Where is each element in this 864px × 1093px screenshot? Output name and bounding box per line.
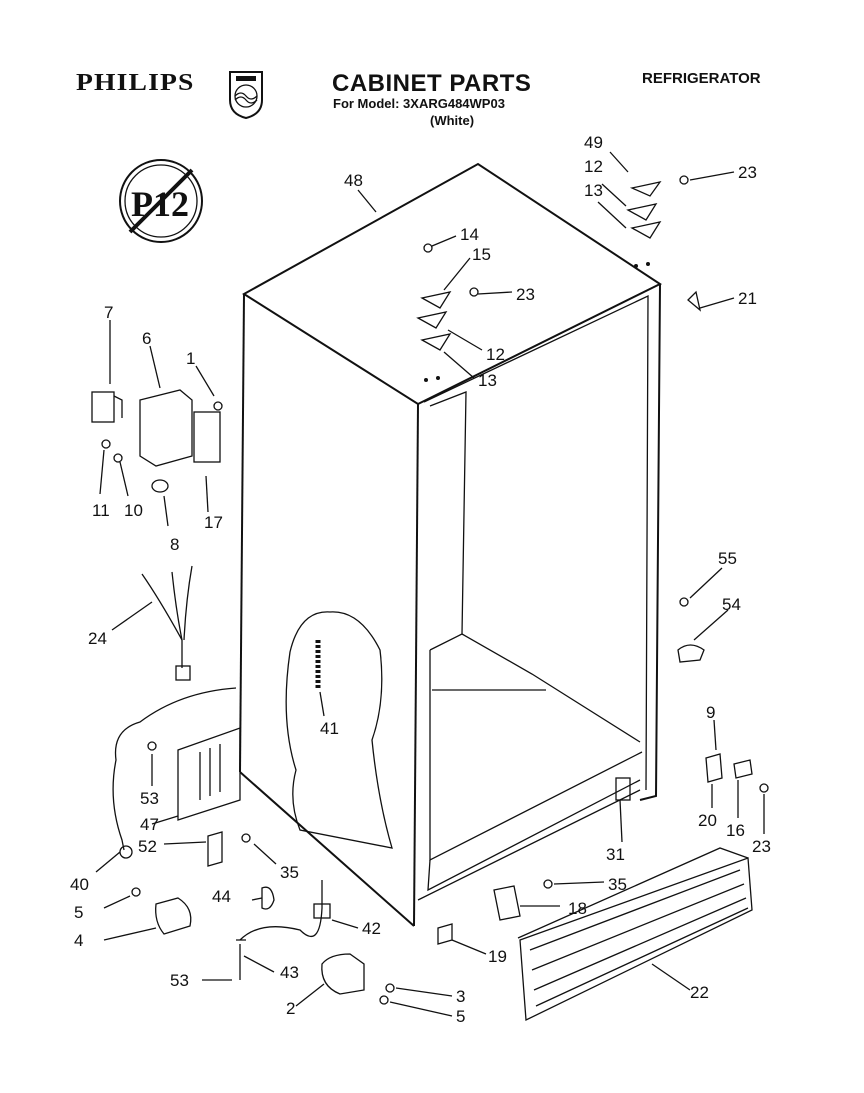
callout-35: 35 [280, 863, 299, 882]
callout-2: 2 [286, 999, 295, 1018]
clip-19 [437, 923, 453, 945]
page-title: CABINET PARTS [332, 70, 532, 97]
callout-52: 52 [138, 837, 157, 856]
callout-5: 5 [74, 903, 83, 922]
parts-group [91, 175, 769, 1022]
callout-12: 12 [486, 345, 505, 364]
control-box-6 [101, 389, 223, 493]
callout-13: 13 [478, 371, 497, 390]
callout-48: 48 [344, 171, 363, 190]
callout-22: 22 [690, 983, 709, 1002]
hinge-top-left [416, 243, 479, 351]
callout-42: 42 [362, 919, 381, 938]
callout-21: 21 [738, 289, 757, 308]
callout-8: 8 [170, 535, 179, 554]
callout-11: 11 [92, 501, 110, 520]
callout-4: 4 [74, 931, 83, 950]
callout-16: 16 [726, 821, 745, 840]
callout-10: 10 [124, 501, 143, 520]
callout-3: 3 [456, 987, 465, 1006]
screw-43 [236, 939, 246, 980]
wire-harness-24 [141, 565, 193, 681]
callout-14: 14 [460, 225, 479, 244]
callout-9: 9 [706, 703, 715, 722]
hinge-bracket-18 [493, 879, 553, 921]
product-name: REFRIGERATOR [642, 70, 761, 87]
relay-7 [91, 391, 123, 423]
hinge-bottom-right [705, 753, 769, 793]
hinge-top-right [626, 175, 689, 239]
model-color: (White) [430, 113, 475, 128]
callout-55: 55 [718, 549, 737, 568]
part-31 [615, 777, 631, 801]
callout-1: 1 [186, 349, 195, 368]
callout-5: 5 [456, 1007, 465, 1026]
callout-12: 12 [584, 157, 603, 176]
leveler-54 [677, 597, 705, 663]
callout-53: 53 [140, 789, 159, 808]
roller-2 [321, 953, 395, 1005]
callout-15: 15 [472, 245, 491, 264]
power-cord-40 [112, 687, 237, 859]
callout-41: 41 [320, 719, 339, 738]
refrigerator-cabinet [239, 162, 663, 927]
callout-40: 40 [70, 875, 89, 894]
callout-19: 19 [488, 947, 507, 966]
callout-23: 23 [752, 837, 771, 856]
door-stop-21 [687, 290, 702, 312]
wire-42 [239, 880, 331, 941]
roller-4 [131, 887, 192, 935]
callout-18: 18 [568, 899, 587, 918]
callout-54: 54 [722, 595, 741, 614]
toe-grille-22 [517, 847, 753, 1022]
callout-31: 31 [606, 845, 625, 864]
callout-53: 53 [170, 971, 189, 990]
leader-lines [95, 151, 765, 1017]
model-number: For Model: 3XARG484WP03 [333, 96, 505, 111]
callout-20: 20 [698, 811, 717, 830]
callout-23: 23 [738, 163, 757, 182]
compressor-panel-47 [147, 727, 241, 821]
callout-35: 35 [608, 875, 627, 894]
callout-23: 23 [516, 285, 535, 304]
callout-13: 13 [584, 181, 603, 200]
bracket-52 [207, 831, 251, 867]
callout-6: 6 [142, 329, 151, 348]
callout-49: 49 [584, 133, 603, 152]
callout-44: 44 [212, 887, 231, 906]
callout-47: 47 [140, 815, 159, 834]
p12-prohibited-badge: P12 [119, 159, 203, 243]
philips-shield-logo [229, 71, 263, 120]
clip-44 [261, 886, 275, 910]
brand-name: PHILIPS [76, 70, 195, 96]
callout-labels: 48 49 12 23 13 14 15 23 21 12 13 7 6 1 1… [70, 133, 771, 1026]
callout-7: 7 [104, 303, 113, 322]
callout-43: 43 [280, 963, 299, 982]
callout-17: 17 [204, 513, 223, 532]
callout-24: 24 [88, 629, 107, 648]
